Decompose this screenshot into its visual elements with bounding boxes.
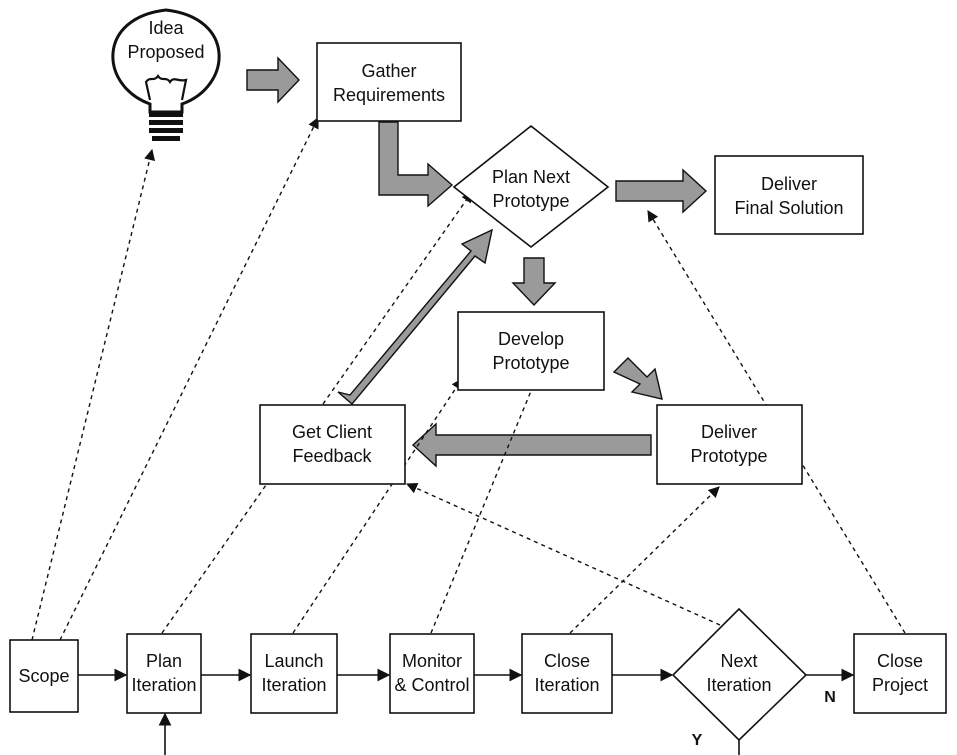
block-arrow-develop-to-deliver-proto [612, 357, 663, 400]
node-monitor-control: Monitor & Control [389, 633, 475, 714]
gather-box [316, 42, 462, 122]
monitor-label-line-2: & Control [394, 675, 469, 695]
node-plan-next-prototype: Plan Next Prototype [452, 124, 610, 249]
bulb-base-band-3 [149, 128, 183, 133]
node-deliver-prototype: Deliver Prototype [656, 404, 803, 485]
plan-next-label-line-2: Prototype [492, 191, 569, 211]
dashed-close-iter-to-deliver-proto [569, 486, 720, 634]
block-arrow-plan-next-to-deliver-final [615, 168, 708, 214]
close-iter-box [521, 633, 613, 714]
block-arrow-feedback-to-plan-next [337, 228, 493, 405]
next-iter-label-line-1: Next [720, 651, 757, 671]
deliver-proto-label-line-2: Prototype [690, 446, 767, 466]
node-launch-iteration: Launch Iteration [250, 633, 338, 714]
plan-iter-box [126, 633, 202, 714]
gather-label-line-2: Requirements [333, 85, 445, 105]
get-feedback-label-line-2: Feedback [292, 446, 372, 466]
block-arrow-gather-to-plan-next [378, 121, 454, 208]
monitor-box [389, 633, 475, 714]
bulb-filament [144, 74, 188, 101]
deliver-proto-box [656, 404, 803, 485]
lightbulb-icon [111, 8, 221, 114]
dashed-launch-to-develop [292, 378, 463, 634]
deliver-final-label-line-1: Deliver [761, 174, 817, 194]
block-arrow-idea-to-gather [246, 56, 300, 104]
deliver-proto-label-line-1: Deliver [701, 422, 757, 442]
next-iter-label-line-2: Iteration [706, 675, 771, 695]
edge-label-yes: Y [692, 732, 703, 749]
deliver-final-box [714, 155, 864, 235]
develop-label-line-1: Develop [498, 329, 564, 349]
dashed-close-project-to-plan-next [647, 210, 906, 634]
dashed-monitor-to-develop [430, 377, 538, 634]
plan-iter-label-line-1: Plan [146, 651, 182, 671]
deliver-final-label-line-2: Final Solution [734, 198, 843, 218]
bulb-base-band-4 [152, 136, 180, 141]
get-feedback-box [259, 404, 406, 485]
idea-label-line-2: Proposed [127, 42, 204, 62]
solid-connectors [78, 668, 855, 755]
launch-label-line-1: Launch [264, 651, 323, 671]
bulb-base-band-1 [149, 112, 183, 117]
bulb-base-band-2 [149, 120, 183, 125]
edge-label-no: N [824, 689, 836, 706]
node-gather-requirements: Gather Requirements [316, 42, 462, 122]
node-get-client-feedback: Get Client Feedback [259, 404, 406, 485]
get-feedback-label-line-1: Get Client [292, 422, 372, 442]
gather-label-line-1: Gather [361, 61, 416, 81]
dashed-scope-to-gather [59, 116, 319, 641]
plan-iter-label-line-2: Iteration [131, 675, 196, 695]
launch-label-line-2: Iteration [261, 675, 326, 695]
close-project-label-line-2: Project [872, 675, 928, 695]
idea-label-line-1: Idea [148, 18, 184, 38]
node-next-iteration: Next Iteration [671, 607, 808, 742]
close-project-label-line-1: Close [877, 651, 923, 671]
node-deliver-final-solution: Deliver Final Solution [714, 155, 864, 235]
block-arrow-plan-next-to-develop [511, 257, 557, 307]
next-iter-diamond [671, 607, 808, 742]
monitor-label-line-1: Monitor [402, 651, 462, 671]
block-arrow-deliver-proto-to-feedback [411, 422, 652, 468]
dashed-connectors [31, 116, 906, 641]
develop-box [457, 311, 605, 391]
plan-next-label-line-1: Plan Next [492, 167, 570, 187]
node-scope: Scope [9, 639, 79, 713]
scope-label: Scope [18, 666, 69, 686]
dashed-scope-to-idea [31, 148, 156, 641]
node-develop-prototype: Develop Prototype [457, 311, 605, 391]
node-close-project: Close Project [853, 633, 947, 714]
node-close-iteration: Close Iteration [521, 633, 613, 714]
scope-box [9, 639, 79, 713]
node-plan-iteration: Plan Iteration [126, 633, 202, 714]
close-iter-label-line-1: Close [544, 651, 590, 671]
plan-next-diamond [452, 124, 610, 249]
dashed-next-iter-to-feedback [405, 483, 721, 626]
close-iter-label-line-2: Iteration [534, 675, 599, 695]
develop-label-line-2: Prototype [492, 353, 569, 373]
launch-box [250, 633, 338, 714]
idea-lightbulb: Idea Proposed [111, 8, 221, 141]
dashed-plan-iter-to-plan-next [161, 191, 473, 634]
close-project-box [853, 633, 947, 714]
